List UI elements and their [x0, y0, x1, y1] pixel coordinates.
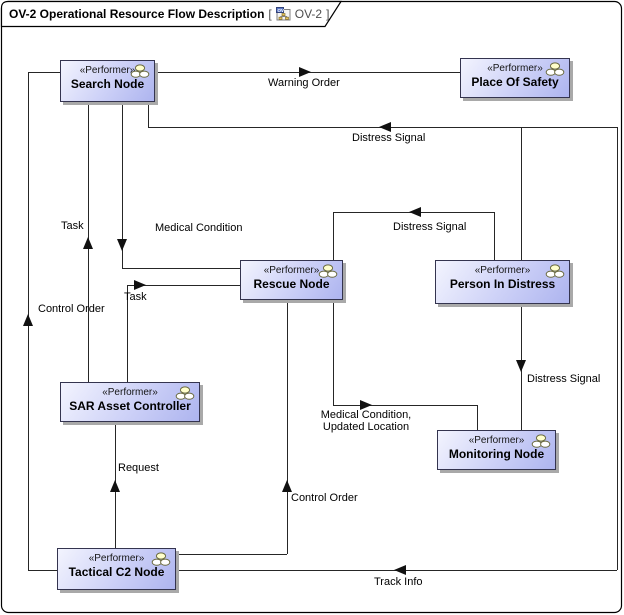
connector-distress-signal-to-rescue-node[interactable]	[494, 212, 495, 260]
connector-control-order-to-search-node[interactable]	[28, 570, 57, 571]
stereotype-label: «Performer»	[263, 265, 320, 276]
diagram-tab[interactable]: OV-2 Operational Resource Flow Descripti…	[9, 6, 329, 22]
node-place-of-safety[interactable]: «Performer»Place Of Safety	[460, 58, 570, 98]
connector-track-info[interactable]	[617, 127, 618, 570]
flow-label-distress-signal-to-monitoring-node[interactable]: Distress Signal	[527, 373, 600, 385]
flow-label-line: Control Order	[38, 303, 105, 315]
flow-label-line: Task	[61, 220, 84, 232]
node-monitoring-node[interactable]: «Performer»Monitoring Node	[437, 430, 556, 470]
flow-label-line: Task	[124, 291, 147, 303]
arrowhead-medical-condition-updated-location	[360, 400, 372, 410]
flow-label-distress-signal-to-rescue-node[interactable]: Distress Signal	[393, 221, 466, 233]
arrowhead-warning-order	[299, 67, 311, 77]
node-search-node[interactable]: «Performer»Search Node	[60, 60, 155, 102]
arrowhead-distress-signal-to-search-node	[379, 122, 391, 132]
connector-medical-condition-updated-location[interactable]	[477, 405, 478, 430]
performer-icon	[151, 552, 171, 567]
flow-label-distress-signal-to-search-node[interactable]: Distress Signal	[352, 132, 425, 144]
arrowhead-track-info	[394, 565, 406, 575]
flow-label-medical-condition[interactable]: Medical Condition	[155, 222, 242, 234]
flow-label-line: Medical Condition	[155, 222, 243, 234]
connector-task-to-rescue-node[interactable]	[127, 285, 240, 286]
arrowhead-control-order-to-rescue-node	[282, 480, 292, 492]
node-name: Rescue Node	[253, 277, 330, 291]
node-sar-asset-controller[interactable]: «Performer»SAR Asset Controller	[60, 382, 200, 422]
stereotype-label: «Performer»	[102, 387, 158, 398]
node-person-in-distress[interactable]: «Performer»Person In Distress	[435, 260, 570, 304]
flow-label-line: Control Order	[291, 492, 358, 504]
connector-control-order-to-rescue-node[interactable]	[287, 300, 288, 554]
arrowhead-request	[110, 480, 120, 492]
flow-label-line: Distress Signal	[393, 221, 467, 233]
stereotype-label: «Performer»	[487, 63, 543, 74]
performer-icon	[130, 64, 150, 79]
connector-medical-condition-updated-location[interactable]	[333, 300, 334, 405]
stereotype-label: «Performer»	[88, 553, 145, 564]
connector-distress-signal-to-search-node[interactable]	[521, 127, 522, 260]
node-name: Tactical C2 Node	[68, 565, 165, 579]
performer-icon	[175, 386, 195, 401]
flow-label-control-order-to-search-node[interactable]: Control Order	[38, 303, 105, 315]
arrowhead-task-to-search-node	[83, 237, 93, 249]
ov2-diagram-icon: OV	[275, 7, 291, 21]
flow-label-medical-condition-updated-location[interactable]: Medical Condition,Updated Location	[316, 409, 416, 433]
arrowhead-task-to-rescue-node	[134, 280, 146, 290]
flow-label-line: Updated Location	[322, 421, 410, 433]
performer-icon	[545, 264, 565, 279]
flow-label-line: Track Info	[374, 576, 423, 588]
node-name: Monitoring Node	[448, 447, 545, 461]
node-name: Place Of Safety	[471, 75, 559, 89]
tab-diagram-kind: OV-2	[294, 7, 323, 21]
performer-icon	[318, 264, 338, 279]
flow-label-control-order-to-rescue-node[interactable]: Control Order	[291, 492, 358, 504]
flow-label-task-to-rescue-node[interactable]: Task	[124, 291, 147, 303]
node-name: SAR Asset Controller	[69, 399, 191, 413]
flow-label-line: Distress Signal	[527, 373, 601, 385]
node-name: Person In Distress	[449, 277, 556, 291]
arrowhead-medical-condition	[117, 239, 127, 251]
connector-control-order-to-rescue-node[interactable]	[176, 554, 287, 555]
node-tactical-c2-node[interactable]: «Performer»Tactical C2 Node	[57, 548, 176, 590]
stereotype-label: «Performer»	[474, 265, 531, 276]
flow-label-track-info[interactable]: Track Info	[374, 576, 423, 588]
connector-task-to-rescue-node[interactable]	[127, 285, 128, 382]
stereotype-label: «Performer»	[468, 435, 525, 446]
node-rescue-node[interactable]: «Performer»Rescue Node	[240, 260, 343, 300]
flow-label-request[interactable]: Request	[118, 462, 159, 474]
arrowhead-distress-signal-to-monitoring-node	[516, 360, 526, 372]
connector-medical-condition-updated-location[interactable]	[333, 405, 477, 406]
flow-label-line: Warning Order	[268, 77, 340, 89]
tab-bracket-close: ]	[326, 7, 330, 21]
diagram-title: OV-2 Operational Resource Flow Descripti…	[9, 7, 265, 21]
flow-label-line: Distress Signal	[352, 132, 426, 144]
node-name: Search Node	[70, 77, 145, 91]
connector-medical-condition[interactable]	[122, 268, 240, 269]
connector-distress-signal-to-rescue-node[interactable]	[333, 212, 334, 260]
arrowhead-distress-signal-to-rescue-node	[409, 207, 421, 217]
tab-bracket-open: [	[268, 7, 272, 21]
arrowhead-control-order-to-search-node	[23, 314, 33, 326]
flow-label-task-to-search-node[interactable]: Task	[61, 220, 84, 232]
flow-label-warning-order[interactable]: Warning Order	[268, 77, 340, 89]
performer-icon	[545, 62, 565, 77]
connector-control-order-to-search-node[interactable]	[28, 72, 60, 73]
stereotype-label: «Performer»	[79, 65, 136, 76]
connector-distress-signal-to-search-node[interactable]	[148, 102, 149, 127]
connector-medical-condition[interactable]	[122, 102, 123, 268]
svg-text:OV: OV	[277, 8, 284, 13]
flow-label-line: Request	[118, 462, 159, 474]
performer-icon	[531, 434, 551, 449]
flow-label-line: Medical Condition,	[320, 409, 412, 421]
